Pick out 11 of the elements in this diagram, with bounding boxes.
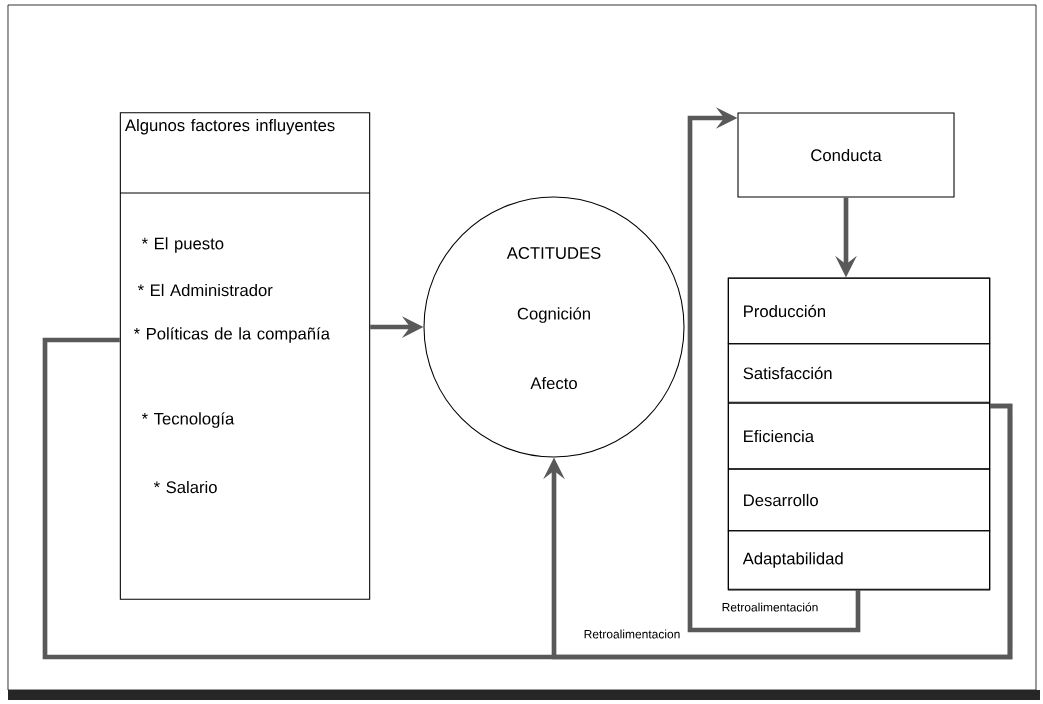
process-box: Conducta — [737, 112, 955, 198]
edge-label: Retroalimentación — [720, 601, 820, 613]
result-stack — [727, 277, 991, 591]
factor-box: Algunos factores influyentes * El puesto * El Administrador * Políticas de la compañía * Tecnología * Salario — [119, 112, 371, 600]
table-row: Desarrollo — [727, 468, 991, 532]
table-row: Producción — [727, 277, 991, 345]
arrow — [687, 107, 861, 633]
table-row: Adaptabilidad — [727, 530, 991, 590]
table-row: Eficiencia — [727, 402, 991, 470]
table-row: Satisfacción — [727, 343, 991, 403]
edge-label: Retroalimentacion — [582, 628, 682, 640]
